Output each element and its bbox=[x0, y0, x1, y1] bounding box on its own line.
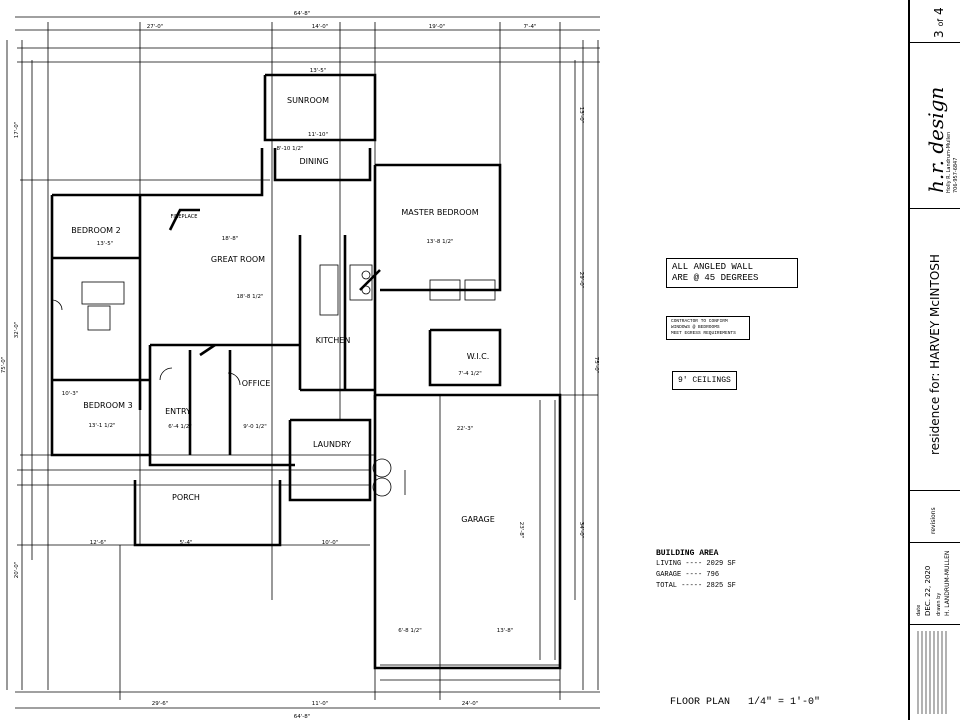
dim-right-top: 13'-0" bbox=[578, 107, 584, 124]
dim-porch-w: 10'-0" bbox=[322, 540, 339, 546]
seal-cell bbox=[910, 626, 960, 719]
fine-print-block bbox=[917, 631, 947, 714]
note-ceilings-text: 9' CEILINGS bbox=[678, 376, 731, 385]
dim-top-mid: 14'-0" bbox=[312, 24, 329, 30]
building-area-title: BUILDING AREA bbox=[656, 549, 719, 558]
dim-bottom-mid: 11'-0" bbox=[312, 701, 329, 707]
sheet-number-cell: 3 of 4 bbox=[910, 0, 960, 43]
dim-overall-bottom: 64'-8" bbox=[294, 714, 311, 720]
dim-bedroom2-w: 13'-5" bbox=[97, 241, 114, 247]
date-value: DEC. 22, 2020 bbox=[924, 565, 932, 616]
dim-dining-w: 8'-10 1/2" bbox=[276, 146, 303, 152]
dim-entry-w: 6'-4 1/2" bbox=[168, 424, 192, 430]
room-label-wic: W.I.C. bbox=[467, 352, 490, 361]
dim-left-mid: 32'-0" bbox=[14, 322, 20, 339]
room-label-dining: DINING bbox=[299, 157, 328, 166]
dim-left-bottom: 20'-0" bbox=[14, 562, 20, 579]
date-cell: date DEC. 22, 2020 drawn by H. LANDRUM-M… bbox=[910, 544, 960, 625]
room-label-master-bedroom: MASTER BEDROOM bbox=[401, 208, 478, 217]
residence-cell: residence for: HARVEY McINTOSH bbox=[910, 210, 960, 491]
room-label-garage: GARAGE bbox=[461, 515, 495, 524]
revisions-label: revisions bbox=[930, 507, 937, 534]
area-value: 2029 SF bbox=[706, 560, 736, 568]
building-area-row: LIVING ---- 2029 SF bbox=[656, 559, 736, 570]
firm-logo: h.r. design bbox=[924, 86, 948, 193]
building-area-row: GARAGE ---- 796 bbox=[656, 570, 736, 581]
sheet-number: 3 of 4 bbox=[932, 7, 946, 38]
building-area-row: TOTAL ----- 2825 SF bbox=[656, 581, 736, 592]
note-contractor-line3: MEET EGRESS REQUIREMENTS bbox=[671, 331, 736, 336]
room-label-fireplace: FIREPLACE bbox=[171, 214, 198, 220]
floor-plan-drawing: SUNROOM DINING MASTER BEDROOM BEDROOM 2 … bbox=[1, 11, 600, 720]
room-label-porch: PORCH bbox=[172, 493, 200, 502]
dim-top-left: 27'-0" bbox=[147, 24, 164, 30]
scale-label: FLOOR PLAN 1/4" = 1'-0" bbox=[670, 697, 821, 708]
note-contractor-line1: CONTRACTOR TO CONFIRM bbox=[671, 319, 728, 324]
dim-garage-bottom-2: 13'-8" bbox=[497, 628, 514, 634]
dim-left-overall: 75'-0" bbox=[1, 357, 7, 374]
note-angled-walls: ALL ANGLED WALL ARE @ 45 DEGREES bbox=[666, 258, 798, 288]
title-block: 3 of 4 h.r. design Holly R. Landrum-Mull… bbox=[908, 0, 960, 720]
dim-bottom-left: 29'-6" bbox=[152, 701, 169, 707]
drawn-by-label: drawn by bbox=[936, 592, 942, 616]
dim-right-mid: 29'-0" bbox=[578, 272, 584, 289]
room-label-great-room: GREAT ROOM bbox=[211, 255, 265, 264]
dim-great-room-d: 18'-8" bbox=[222, 236, 239, 242]
dim-office-w: 9'-0 1/2" bbox=[243, 424, 267, 430]
room-label-entry: ENTRY bbox=[165, 407, 191, 416]
dim-master-w: 13'-8 1/2" bbox=[426, 239, 453, 245]
dim-garage-bottom: 6'-8 1/2" bbox=[398, 628, 422, 634]
dim-porch-mid: 5'-4" bbox=[179, 540, 192, 546]
area-label: LIVING ---- bbox=[656, 560, 707, 568]
dim-porch-left: 12'-6" bbox=[90, 540, 107, 546]
dim-sunroom-w: 13'-5" bbox=[310, 68, 327, 74]
room-label-sunroom: SUNROOM bbox=[287, 96, 329, 105]
dim-overall-top: 64'-8" bbox=[294, 11, 311, 17]
dim-left-top: 17'-0" bbox=[14, 122, 20, 139]
room-label-laundry: LAUNDRY bbox=[313, 440, 351, 449]
note-contractor: CONTRACTOR TO CONFIRM WINDOWS @ BEDROOMS… bbox=[666, 316, 750, 340]
note-angled-walls-line2: ARE @ 45 DEGREES bbox=[672, 273, 759, 283]
area-label: GARAGE ---- bbox=[656, 571, 707, 579]
dim-bottom-right: 24'-0" bbox=[462, 701, 479, 707]
area-value: 796 bbox=[706, 571, 720, 579]
residence-for: residence for: HARVEY McINTOSH bbox=[928, 254, 942, 455]
room-label-office: OFFICE bbox=[242, 379, 271, 388]
room-label-kitchen: KITCHEN bbox=[316, 336, 351, 345]
room-label-bedroom-3: BEDROOM 3 bbox=[83, 401, 132, 410]
dim-top-far-right: 7'-4" bbox=[523, 24, 536, 30]
revisions-cell: revisions bbox=[910, 492, 960, 543]
note-ceilings: 9' CEILINGS bbox=[672, 371, 737, 390]
dim-great-room-w: 18'-8 1/2" bbox=[236, 294, 263, 300]
area-value: 2825 SF bbox=[706, 582, 736, 590]
dim-top-right: 19'-0" bbox=[429, 24, 446, 30]
firm-cell: h.r. design Holly R. Landrum-Mullen 706-… bbox=[910, 43, 960, 209]
dim-right-bottom: 34'-0" bbox=[578, 522, 584, 539]
dim-bedroom3-d: 10'-3" bbox=[62, 391, 79, 397]
room-label-bedroom-2: BEDROOM 2 bbox=[71, 226, 120, 235]
dim-wic-w: 7'-4 1/2" bbox=[458, 371, 482, 377]
firm-phone: 706-957-6847 bbox=[953, 157, 959, 193]
firm-sub: Holly R. Landrum-Mullen bbox=[946, 131, 952, 193]
dim-garage-d: 23'-8" bbox=[518, 522, 524, 539]
dim-bedroom3-w: 13'-1 1/2" bbox=[88, 423, 115, 429]
dim-right-overall: 75'-0" bbox=[593, 357, 599, 374]
area-label: TOTAL ----- bbox=[656, 582, 707, 590]
note-contractor-line2: WINDOWS @ BEDROOMS bbox=[671, 325, 720, 330]
drawn-by-value: H. LANDRUM-MULLEN bbox=[944, 550, 951, 616]
dim-sunroom-d: 11'-10" bbox=[308, 132, 328, 138]
note-angled-walls-line1: ALL ANGLED WALL bbox=[672, 262, 754, 272]
date-label: date bbox=[916, 604, 922, 616]
building-area: BUILDING AREA LIVING ---- 2029 SF GARAGE… bbox=[656, 548, 736, 592]
dim-garage-w: 22'-3" bbox=[457, 426, 474, 432]
